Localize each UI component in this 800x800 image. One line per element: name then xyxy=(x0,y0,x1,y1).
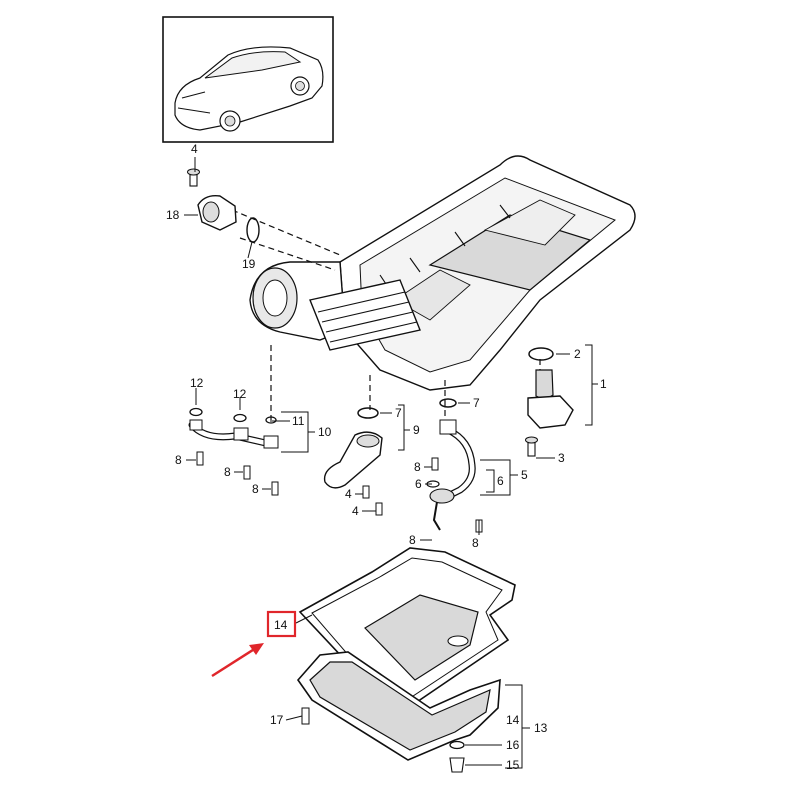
oil-line-assembly-10 xyxy=(188,407,279,496)
callout-17: 17 xyxy=(270,713,284,727)
callout-7-a: 7 xyxy=(395,406,402,420)
callout-7-b: 7 xyxy=(473,396,480,410)
callout-6-b: 6 xyxy=(497,474,504,488)
callout-11: 11 xyxy=(292,414,305,428)
callout-19: 19 xyxy=(242,257,256,271)
callout-3: 3 xyxy=(558,451,565,465)
callout-4-top: 4 xyxy=(191,142,198,156)
highlight-arrow xyxy=(211,643,264,678)
callout-8-a: 8 xyxy=(175,453,182,467)
callout-5: 5 xyxy=(521,468,528,482)
oil-return-pipe-5 xyxy=(426,398,483,533)
callout-8-b: 8 xyxy=(224,465,231,479)
callout-12-right: 12 xyxy=(233,387,247,401)
callout-15: 15 xyxy=(506,758,520,772)
callout-8-e: 8 xyxy=(409,533,416,547)
callout-2: 2 xyxy=(574,347,581,361)
callout-8-c: 8 xyxy=(252,482,259,496)
leader-lines xyxy=(184,157,598,769)
callout-13: 13 xyxy=(534,721,548,735)
callout-8-f: 8 xyxy=(472,536,479,550)
sensor-18 xyxy=(187,168,260,243)
vehicle-thumbnail xyxy=(162,16,334,143)
callout-10: 10 xyxy=(318,425,332,439)
oil-level-sensor xyxy=(525,347,574,457)
callout-14-highlighted: 14 xyxy=(274,618,288,632)
callout-4-low: 4 xyxy=(352,504,359,518)
callout-18: 18 xyxy=(166,208,180,222)
callout-16: 16 xyxy=(506,738,520,752)
highlight-box xyxy=(266,610,297,638)
callout-1: 1 xyxy=(600,377,607,391)
callout-4-mid: 4 xyxy=(345,487,352,501)
callout-14: 14 xyxy=(506,713,520,727)
oil-pickup-9 xyxy=(323,407,383,516)
callout-8-d: 8 xyxy=(414,460,421,474)
callout-9: 9 xyxy=(413,423,420,437)
callout-labels: 4 18 19 2 1 3 12 12 11 10 8 8 8 7 9 4 4 … xyxy=(166,142,607,772)
callout-6-a: 6 xyxy=(415,477,422,491)
upper-oil-pan-housing xyxy=(249,155,636,391)
callout-12-left: 12 xyxy=(190,376,204,390)
